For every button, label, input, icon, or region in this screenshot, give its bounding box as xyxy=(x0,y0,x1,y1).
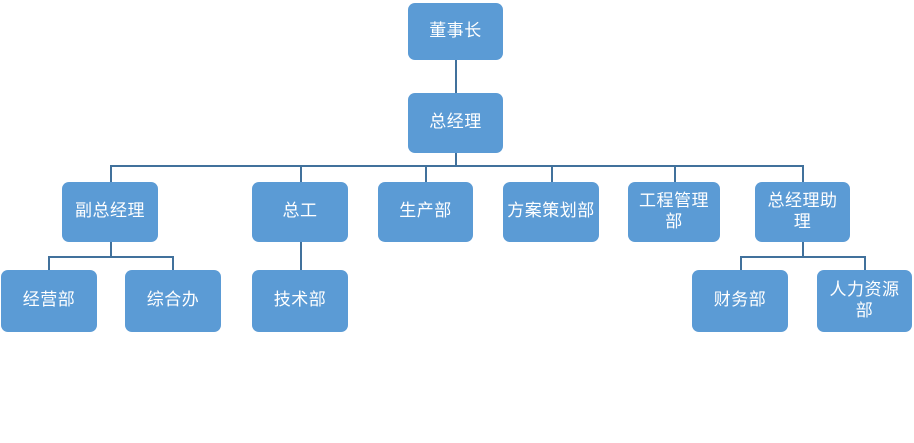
connector-level2-bus xyxy=(110,165,803,167)
node-deputy-general-manager[interactable]: 副总经理 xyxy=(62,182,158,242)
node-operations-department[interactable]: 经营部 xyxy=(1,270,97,332)
node-general-manager[interactable]: 总经理 xyxy=(408,93,503,153)
node-chairman-label: 董事长 xyxy=(429,20,482,41)
node-chairman[interactable]: 董事长 xyxy=(408,3,503,60)
node-chief-engineer-label: 总工 xyxy=(282,201,318,222)
node-general-office-label: 综合办 xyxy=(146,290,200,311)
node-general-manager-assistant[interactable]: 总经理助理 xyxy=(755,182,850,242)
connector-drop-production xyxy=(425,165,427,182)
connector-chairman-to-gm xyxy=(455,60,457,93)
node-deputy-general-manager-label: 副总经理 xyxy=(75,201,145,222)
connector-drop-chief-engineer xyxy=(300,165,302,182)
node-human-resources-department[interactable]: 人力资源部 xyxy=(817,270,912,332)
connector-chief-engineer-to-technology xyxy=(300,242,302,270)
node-production-department[interactable]: 生产部 xyxy=(378,182,473,242)
connector-deputy-gm-stem xyxy=(110,242,112,256)
connector-drop-deputy-gm xyxy=(110,165,112,182)
node-finance-department-label: 财务部 xyxy=(713,290,767,311)
connector-drop-gm-assistant xyxy=(802,165,804,182)
node-technology-department-label: 技术部 xyxy=(273,290,327,311)
node-general-office[interactable]: 综合办 xyxy=(125,270,221,332)
node-production-department-label: 生产部 xyxy=(399,201,452,222)
connector-drop-finance xyxy=(740,256,742,270)
connector-gm-stem xyxy=(455,153,457,166)
node-finance-department[interactable]: 财务部 xyxy=(692,270,788,332)
node-engineering-management-department[interactable]: 工程管理部 xyxy=(628,182,720,242)
node-human-resources-department-label: 人力资源部 xyxy=(829,279,900,321)
node-operations-department-label: 经营部 xyxy=(22,290,76,311)
connector-drop-operations xyxy=(48,256,50,270)
node-planning-department[interactable]: 方案策划部 xyxy=(503,182,599,242)
connector-drop-eng-management xyxy=(674,165,676,182)
connector-gm-assistant-stem xyxy=(802,242,804,256)
node-general-manager-assistant-label: 总经理助理 xyxy=(767,190,838,232)
node-engineering-management-department-label: 工程管理部 xyxy=(639,190,709,232)
node-technology-department[interactable]: 技术部 xyxy=(252,270,348,332)
node-chief-engineer[interactable]: 总工 xyxy=(252,182,348,242)
node-planning-department-label: 方案策划部 xyxy=(507,201,595,222)
connector-drop-planning xyxy=(551,165,553,182)
connector-gm-assistant-bus xyxy=(740,256,866,258)
connector-drop-human-resources xyxy=(864,256,866,270)
connector-deputy-gm-bus xyxy=(48,256,173,258)
connector-drop-general-office xyxy=(172,256,174,270)
node-general-manager-label: 总经理 xyxy=(429,112,482,133)
